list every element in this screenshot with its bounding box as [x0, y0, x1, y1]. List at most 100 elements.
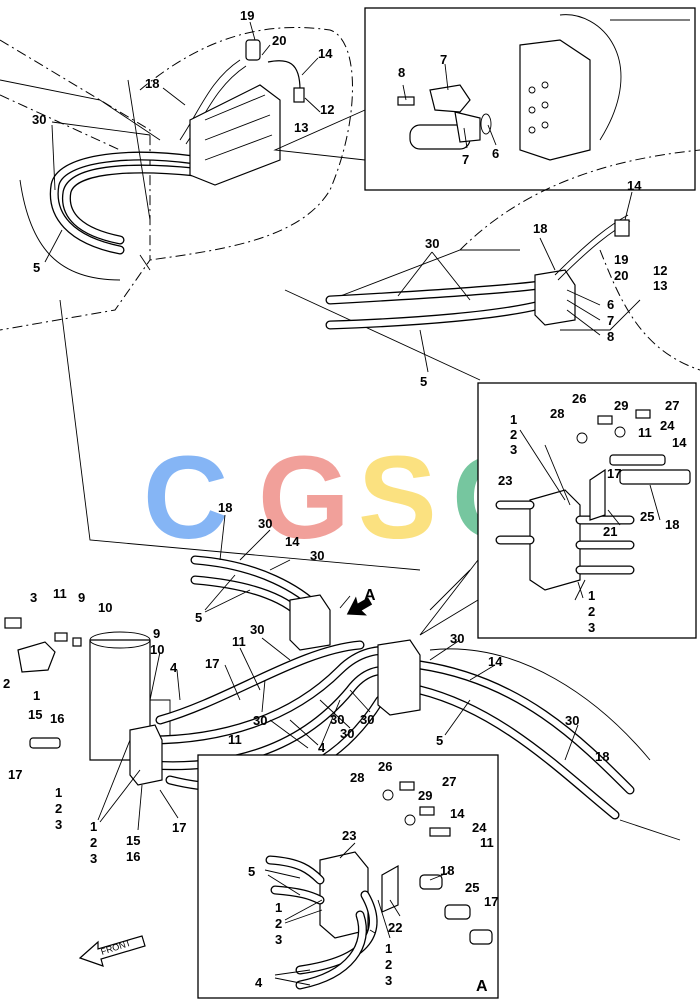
callout: 2	[275, 916, 282, 931]
callout: 11	[480, 835, 494, 850]
callouts-top-right: 14 18 30 12 13 19 20 6 7 8 5	[420, 178, 667, 389]
callout: 30	[258, 516, 272, 531]
callout: 14	[672, 435, 687, 450]
callout: 17	[205, 656, 219, 671]
callout: 30	[425, 236, 439, 251]
callouts-main: 18 30 14 30 5 3 11 9 10 2 1 9 10 4 17 11…	[3, 500, 609, 866]
callout: 6	[607, 297, 614, 312]
callout: 3	[385, 973, 392, 988]
callout: 30	[565, 713, 579, 728]
callout: 3	[510, 442, 517, 457]
callout: 27	[442, 774, 456, 789]
callout: 1	[510, 412, 517, 427]
callouts-inset-bottom: 26 28 27 29 14 24 11 23 5 18 25 1 2 3 22…	[248, 759, 498, 995]
callout: 17	[484, 894, 498, 909]
callout: 30	[310, 548, 324, 563]
callout: 18	[595, 749, 609, 764]
callout: 2	[55, 801, 62, 816]
callout: 3	[588, 620, 595, 635]
callout: 5	[33, 260, 40, 275]
callout: 15	[28, 707, 42, 722]
callout: 16	[50, 711, 64, 726]
callout: 29	[614, 398, 628, 413]
callouts-top-left: 19 20 14 18 12 13 30 5	[32, 8, 334, 275]
inset-a-label: A	[476, 978, 488, 995]
callout: 18	[145, 76, 159, 91]
callout: 25	[640, 509, 654, 524]
leader-lines	[44, 21, 661, 986]
callout: 9	[153, 626, 160, 641]
callouts-inset-right: 26 29 27 28 24 14 11 1 2 3 17 23 25 18 2…	[498, 391, 687, 635]
callout: 29	[418, 788, 432, 803]
inset-right	[419, 382, 697, 639]
callout: 24	[660, 418, 675, 433]
callout: 17	[607, 466, 621, 481]
callout: 3	[90, 851, 97, 866]
callout: 25	[465, 880, 479, 895]
callout: 30	[450, 631, 464, 646]
callout: 26	[572, 391, 586, 406]
callout: 22	[388, 920, 402, 935]
callout: 5	[248, 864, 255, 879]
callout: 30	[253, 713, 267, 728]
callout: 2	[510, 427, 517, 442]
callout: 19	[240, 8, 254, 23]
callout: 11	[638, 425, 652, 440]
callout: 1	[385, 941, 392, 956]
callout: 18	[533, 221, 547, 236]
callout: 17	[172, 820, 186, 835]
callout: 27	[665, 398, 679, 413]
callout: 3	[275, 932, 282, 947]
callout: 7	[440, 52, 447, 67]
callout: 18	[665, 517, 679, 532]
callout: 8	[607, 329, 614, 344]
top-right-view	[284, 149, 700, 381]
callout: 2	[588, 604, 595, 619]
callout: 14	[318, 46, 333, 61]
callout: 28	[350, 770, 364, 785]
callout: 18	[218, 500, 232, 515]
watermark-letter-2: G	[258, 432, 350, 564]
callout: 13	[653, 278, 667, 293]
callout: 5	[436, 733, 443, 748]
callout: 2	[385, 957, 392, 972]
callout: 28	[550, 406, 564, 421]
callout: 14	[627, 178, 642, 193]
callout: 4	[318, 740, 326, 755]
main-view	[4, 299, 681, 841]
callout: 12	[320, 102, 334, 117]
callout: 13	[294, 120, 308, 135]
callout: 19	[614, 252, 628, 267]
callout: 3	[55, 817, 62, 832]
callouts-inset-top: 8 7 7 6	[398, 52, 499, 167]
callout: 7	[607, 313, 614, 328]
callout: 9	[78, 590, 85, 605]
front-direction-arrow: FRONT	[78, 935, 146, 967]
callout: 2	[3, 676, 10, 691]
callout: 23	[498, 473, 512, 488]
callout: 11	[232, 634, 246, 649]
callout: 10	[98, 600, 112, 615]
watermark-letter-3: S	[358, 432, 437, 564]
callout: 21	[603, 524, 617, 539]
callout: 30	[32, 112, 46, 127]
inset-top	[273, 7, 696, 191]
callout: 30	[330, 712, 344, 727]
callout: 1	[55, 785, 62, 800]
callout: 5	[420, 374, 427, 389]
callout: 24	[472, 820, 487, 835]
callout: 20	[272, 33, 286, 48]
callout: 1	[275, 900, 282, 915]
callout: 4	[170, 660, 178, 675]
callout: 14	[450, 806, 465, 821]
callout: 5	[195, 610, 202, 625]
callout: 4	[255, 975, 263, 990]
callout: 1	[90, 819, 97, 834]
callout: 23	[342, 828, 356, 843]
callout: 30	[340, 726, 354, 741]
callout: 14	[488, 654, 503, 669]
callout: 1	[588, 588, 595, 603]
callout: 11	[53, 586, 67, 601]
